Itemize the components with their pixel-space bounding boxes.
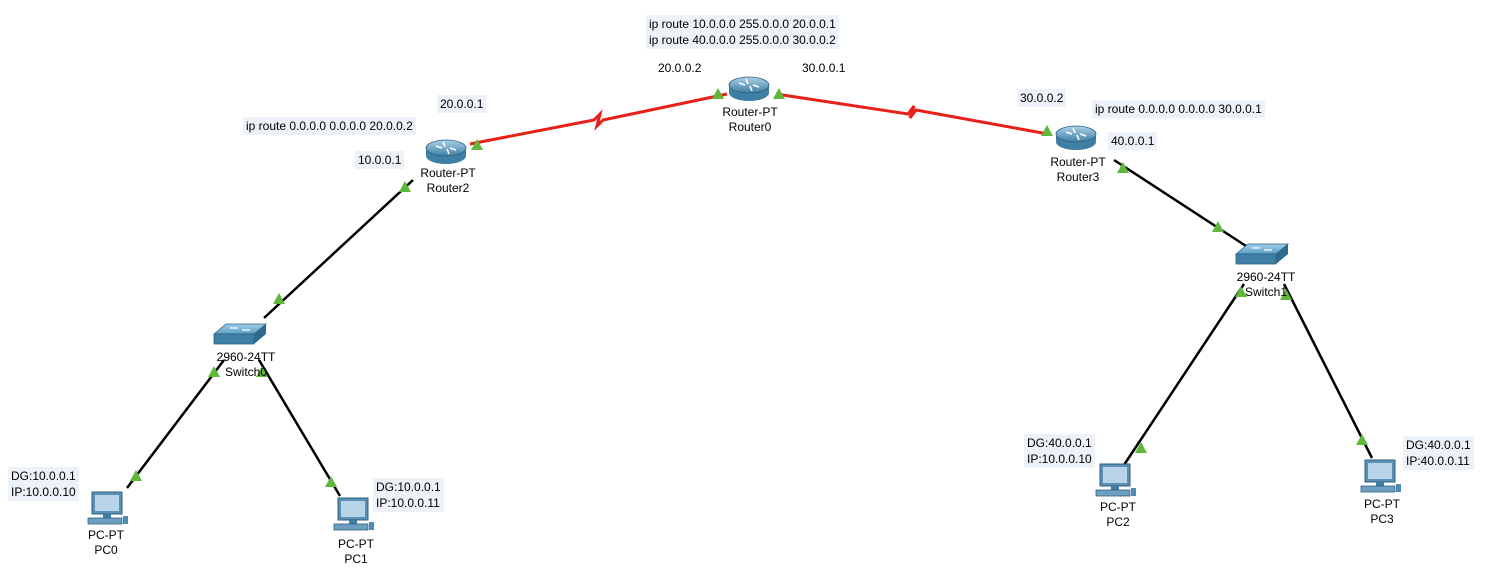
device-name: Router3	[1056, 170, 1100, 184]
pc-ip: IP:10.0.0.10	[1027, 452, 1092, 466]
router-icon[interactable]	[1055, 125, 1097, 150]
device-model: PC-PT	[1364, 497, 1400, 511]
route-line: ip route 10.0.0.0 255.0.0.0 20.0.0.1	[649, 17, 836, 31]
interface-label: 20.0.0.2	[658, 61, 702, 75]
interface-label: 10.0.0.1	[358, 153, 402, 167]
link-up-indicator	[1117, 162, 1129, 173]
link-up-indicator	[130, 470, 142, 481]
pc2-caption: PC-PT PC2	[1100, 500, 1136, 530]
pc-dg: DG:40.0.0.1	[1027, 436, 1092, 450]
pc-icon[interactable]	[333, 497, 374, 531]
link-up-indicator	[399, 181, 411, 192]
pc2-ip-note: DG:40.0.0.1 IP:10.0.0.10	[1024, 434, 1095, 468]
link-up-indicator	[1212, 221, 1224, 232]
link-up-indicator	[325, 476, 337, 487]
link-up-indicator	[1280, 289, 1292, 300]
device-name: PC2	[1106, 515, 1130, 529]
link-switch1-pc3[interactable]	[1282, 283, 1374, 459]
pc-icon[interactable]	[1095, 463, 1136, 497]
interface-label: 30.0.0.2	[1020, 91, 1064, 105]
router3-route-note: ip route 0.0.0.0 0.0.0.0 30.0.0.1	[1092, 100, 1265, 118]
pc-ip: IP:10.0.0.11	[376, 496, 440, 510]
device-name: PC1	[344, 552, 368, 566]
route-line: ip route 40.0.0.0 255.0.0.0 30.0.0.2	[649, 33, 836, 47]
link-switch0-pc1[interactable]	[257, 359, 342, 497]
link-up-indicator	[773, 88, 785, 99]
router-icon[interactable]	[728, 76, 770, 101]
link-switch1-pc2[interactable]	[1120, 283, 1246, 469]
device-name: Switch0	[224, 365, 268, 379]
pc0-caption: PC-PT PC0	[88, 528, 124, 558]
device-name: PC3	[1370, 512, 1394, 526]
serial-link-router0-router3[interactable]	[775, 92, 1049, 136]
link-up-indicator	[1356, 434, 1368, 445]
device-name: Switch1	[1244, 285, 1288, 299]
link-status-group	[130, 88, 1368, 487]
link-router3-switch1[interactable]	[1113, 158, 1247, 248]
device-model: PC-PT	[1100, 500, 1136, 514]
link-up-indicator	[1235, 286, 1247, 297]
device-name: PC0	[94, 543, 118, 557]
link-up-indicator	[471, 139, 483, 150]
router0-route-note: ip route 10.0.0.0 255.0.0.0 20.0.0.1 ip …	[646, 15, 839, 49]
router0-caption: Router-PT Router0	[722, 105, 777, 135]
device-model: PC-PT	[88, 528, 124, 542]
device-name: Router0	[728, 120, 772, 134]
link-router2-switch0[interactable]	[263, 179, 414, 319]
pc-ip: IP:10.0.0.10	[11, 485, 76, 499]
switch0-caption: 2960-24TT Switch0	[217, 350, 276, 380]
pc1-caption: PC-PT PC1	[338, 537, 374, 567]
pc3-caption: PC-PT PC3	[1364, 497, 1400, 527]
link-up-indicator	[712, 88, 724, 99]
pc-icon[interactable]	[87, 491, 128, 525]
link-up-indicator	[1135, 442, 1147, 453]
device-model: Router-PT	[420, 166, 476, 180]
interface-label: 40.0.0.1	[1111, 134, 1155, 148]
interface-note: 30.0.0.2	[1017, 89, 1067, 107]
link-switch0-pc0[interactable]	[126, 359, 225, 489]
interface-label: 30.0.0.1	[802, 61, 846, 75]
pc3-ip-note: DG:40.0.0.1 IP:40.0.0.11	[1403, 436, 1474, 470]
device-model: 2960-24TT	[216, 350, 276, 364]
route-line: ip route 0.0.0.0 0.0.0.0 30.0.0.1	[1095, 102, 1262, 116]
router2-route-note: ip route 0.0.0.0 0.0.0.0 20.0.0.2	[243, 117, 416, 135]
pc-ip: IP:40.0.0.11	[1406, 454, 1470, 468]
router3-caption: Router-PT Router3	[1050, 155, 1105, 185]
pc-dg: DG:40.0.0.1	[1406, 438, 1471, 452]
link-up-indicator	[273, 293, 285, 304]
interface-note: 40.0.0.1	[1108, 132, 1158, 150]
pc-icon[interactable]	[1360, 459, 1401, 493]
interface-note: 20.0.0.1	[437, 95, 487, 113]
pc-dg: DG:10.0.0.1	[11, 469, 76, 483]
pc0-ip-note: DG:10.0.0.1 IP:10.0.0.10	[8, 467, 79, 501]
link-up-indicator	[1041, 125, 1053, 136]
switch1-caption: 2960-24TT Switch1	[1237, 270, 1296, 300]
device-model: PC-PT	[338, 537, 374, 551]
link-up-indicator	[256, 366, 268, 377]
interface-note: 10.0.0.1	[355, 151, 405, 169]
switch-icon[interactable]	[1234, 243, 1290, 265]
pc1-ip-note: DG:10.0.0.1 IP:10.0.0.11	[373, 478, 444, 512]
pc-dg: DG:10.0.0.1	[376, 480, 441, 494]
link-up-indicator	[208, 366, 220, 377]
device-model: 2960-24TT	[1236, 270, 1296, 284]
device-name: Router2	[426, 181, 470, 195]
device-model: Router-PT	[722, 105, 778, 119]
switch-icon[interactable]	[212, 323, 268, 345]
route-line: ip route 0.0.0.0 0.0.0.0 20.0.0.2	[246, 119, 413, 133]
interface-label: 20.0.0.1	[440, 97, 484, 111]
device-model: Router-PT	[1050, 155, 1106, 169]
router2-caption: Router-PT Router2	[420, 166, 475, 196]
router-icon[interactable]	[425, 139, 467, 164]
serial-link-router2-router0[interactable]	[469, 92, 728, 146]
